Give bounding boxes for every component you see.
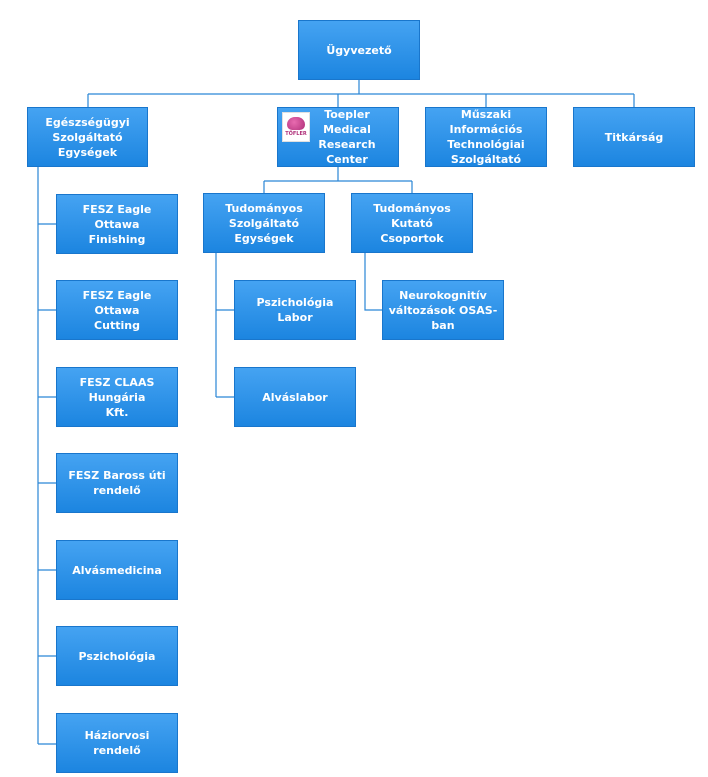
node-health-unit[interactable]: FESZ Eagle Ottawa Finishing — [56, 194, 178, 254]
node-sleep-lab[interactable]: Alváslabor — [234, 367, 356, 427]
node-health-unit[interactable]: FESZ CLAAS Hungária Kft. — [56, 367, 178, 427]
node-health-unit[interactable]: Alvásmedicina — [56, 540, 178, 600]
node-label: Toepler Medical Research Center — [318, 108, 376, 166]
node-health-unit[interactable]: FESZ Baross úti rendelő — [56, 453, 178, 513]
node-label: FESZ Eagle Ottawa Finishing — [82, 202, 152, 246]
connector-health-branches — [38, 223, 56, 745]
node-label: Pszichológia Labor — [256, 296, 334, 324]
node-ugyvezeto[interactable]: Ügyvezető — [298, 20, 420, 80]
node-label: FESZ Eagle Ottawa Cutting — [82, 288, 152, 332]
node-label: Tudományos Szolgáltató Egységek — [225, 201, 303, 245]
node-label: Egészségügyi Szolgáltató Egységek — [45, 115, 130, 159]
brain-icon — [287, 117, 305, 130]
node-health-services[interactable]: Egészségügyi Szolgáltató Egységek — [27, 107, 148, 167]
connector-groups-spine — [364, 253, 382, 311]
node-label: FESZ Baross úti rendelő — [68, 469, 166, 497]
node-health-unit[interactable]: Háziorvosi rendelő — [56, 713, 178, 773]
node-label: Pszichológia — [78, 649, 156, 663]
node-label: Tudományos Kutató Csoportok — [373, 201, 451, 245]
node-label: Ügyvezető — [326, 43, 392, 57]
node-label: Alváslabor — [262, 390, 328, 404]
node-secretariat[interactable]: Titkárság — [573, 107, 695, 167]
connector-toepler-bus — [263, 167, 413, 193]
connector-root-bus — [87, 80, 635, 107]
node-it-services[interactable]: Műszaki Információs Technológiai Szolgál… — [425, 107, 547, 167]
connector-service-spine — [215, 253, 234, 398]
node-label: FESZ CLAAS Hungária Kft. — [79, 375, 155, 419]
node-label: Alvásmedicina — [72, 563, 162, 577]
node-label: Neurokognitív változások OSAS-ban — [388, 288, 498, 332]
node-label: Műszaki Információs Technológiai Szolgál… — [447, 108, 525, 166]
node-research-groups[interactable]: Tudományos Kutató Csoportok — [351, 193, 473, 253]
logo-text: TÖFLER — [285, 131, 307, 137]
node-health-unit[interactable]: FESZ Eagle Ottawa Cutting — [56, 280, 178, 340]
node-health-unit[interactable]: Pszichológia — [56, 626, 178, 686]
node-psychology-lab[interactable]: Pszichológia Labor — [234, 280, 356, 340]
node-research-service-units[interactable]: Tudományos Szolgáltató Egységek — [203, 193, 325, 253]
node-neurocognitive[interactable]: Neurokognitív változások OSAS-ban — [382, 280, 504, 340]
toepler-logo-icon: TÖFLER — [282, 112, 310, 142]
node-label: Titkárság — [604, 130, 664, 144]
node-label: Háziorvosi rendelő — [84, 729, 150, 757]
node-toepler[interactable]: TÖFLER Toepler Medical Research Center — [277, 107, 399, 167]
